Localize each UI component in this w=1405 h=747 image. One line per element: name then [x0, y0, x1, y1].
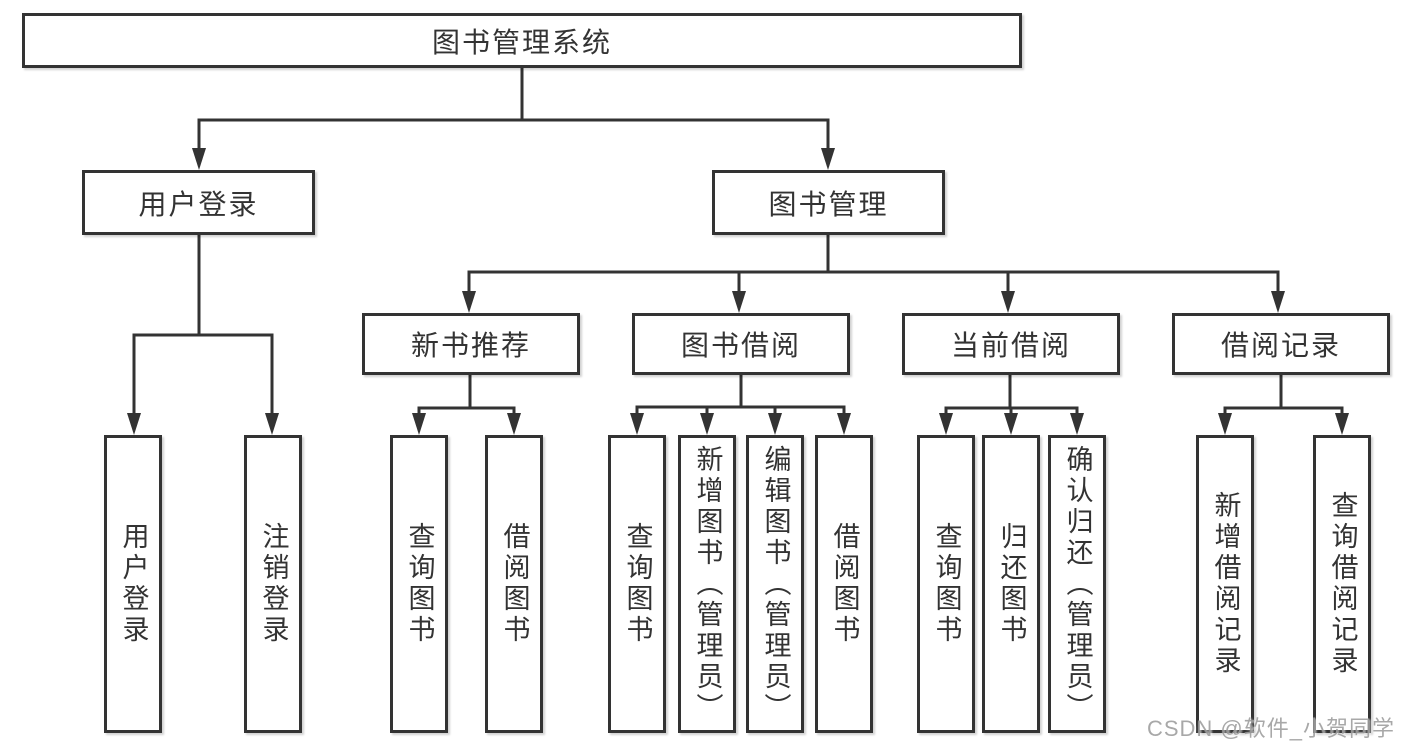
- leaf-newbook-borrow-books: 借阅图书: [485, 435, 543, 733]
- node-current-borrowing: 当前借阅: [902, 313, 1120, 375]
- leaf-borrowing-add-books-admin-label: 新增图书（管理员）: [692, 444, 723, 724]
- node-new-book-recommend-label: 新书推荐: [410, 330, 531, 361]
- leaf-logout: 注销登录: [244, 435, 302, 733]
- connector-new-book-to-leaves: [417, 375, 516, 415]
- node-book-management: 图书管理: [712, 170, 945, 235]
- connector-book-management-to-level3: [467, 235, 1280, 293]
- node-user-login-label: 用户登录: [138, 188, 259, 220]
- arrowheads: [127, 148, 1349, 435]
- leaf-records-add-record: 新增借阅记录: [1196, 435, 1254, 733]
- node-borrowing-records: 借阅记录: [1172, 313, 1390, 375]
- leaf-borrowing-query-books: 查询图书: [608, 435, 666, 733]
- leaf-newbook-query-books: 查询图书: [390, 435, 448, 733]
- connector-borrowing-records-to-leaves: [1223, 375, 1344, 415]
- node-book-management-label: 图书管理: [768, 188, 889, 220]
- leaf-borrowing-add-books-admin: 新增图书（管理员）: [678, 435, 736, 733]
- node-root-system: 图书管理系统: [22, 13, 1022, 68]
- leaf-logout-label: 注销登录: [258, 522, 289, 646]
- node-current-borrowing-label: 当前借阅: [950, 330, 1071, 361]
- leaf-current-query-books: 查询图书: [917, 435, 975, 733]
- node-book-borrowing: 图书借阅: [632, 313, 850, 375]
- leaf-borrowing-borrow-books: 借阅图书: [815, 435, 873, 733]
- leaf-borrowing-query-books-label: 查询图书: [622, 522, 653, 646]
- leaf-borrowing-borrow-books-label: 借阅图书: [829, 522, 860, 646]
- connector-user-login-to-leaves: [132, 235, 274, 415]
- leaf-user-login-label: 用户登录: [118, 522, 149, 646]
- node-book-borrowing-label: 图书借阅: [680, 330, 801, 361]
- leaf-current-return-books-label: 归还图书: [996, 522, 1027, 646]
- leaf-current-confirm-return-admin: 确认归还（管理员）: [1048, 435, 1106, 733]
- leaf-current-return-books: 归还图书: [982, 435, 1040, 733]
- leaf-borrowing-edit-books-admin: 编辑图书（管理员）: [746, 435, 804, 733]
- leaf-newbook-borrow-books-label: 借阅图书: [499, 522, 530, 646]
- leaf-records-query-record: 查询借阅记录: [1313, 435, 1371, 733]
- connector-current-borrowing-to-leaves: [944, 375, 1079, 415]
- connector-root-to-level2: [197, 68, 830, 150]
- leaf-borrowing-edit-books-admin-label: 编辑图书（管理员）: [760, 444, 791, 724]
- leaf-records-query-record-label: 查询借阅记录: [1327, 491, 1358, 677]
- connector-book-borrowing-to-leaves: [635, 375, 846, 415]
- leaf-current-confirm-return-admin-label: 确认归还（管理员）: [1062, 444, 1093, 724]
- leaf-newbook-query-books-label: 查询图书: [404, 522, 435, 646]
- node-root-system-label: 图书管理系统: [431, 26, 612, 58]
- leaf-current-query-books-label: 查询图书: [931, 522, 962, 646]
- node-user-login: 用户登录: [82, 170, 315, 235]
- node-borrowing-records-label: 借阅记录: [1220, 330, 1341, 361]
- node-new-book-recommend: 新书推荐: [362, 313, 580, 375]
- leaf-records-add-record-label: 新增借阅记录: [1210, 491, 1241, 677]
- csdn-watermark: CSDN @软件_小贺同学: [1146, 716, 1395, 741]
- leaf-user-login: 用户登录: [104, 435, 162, 733]
